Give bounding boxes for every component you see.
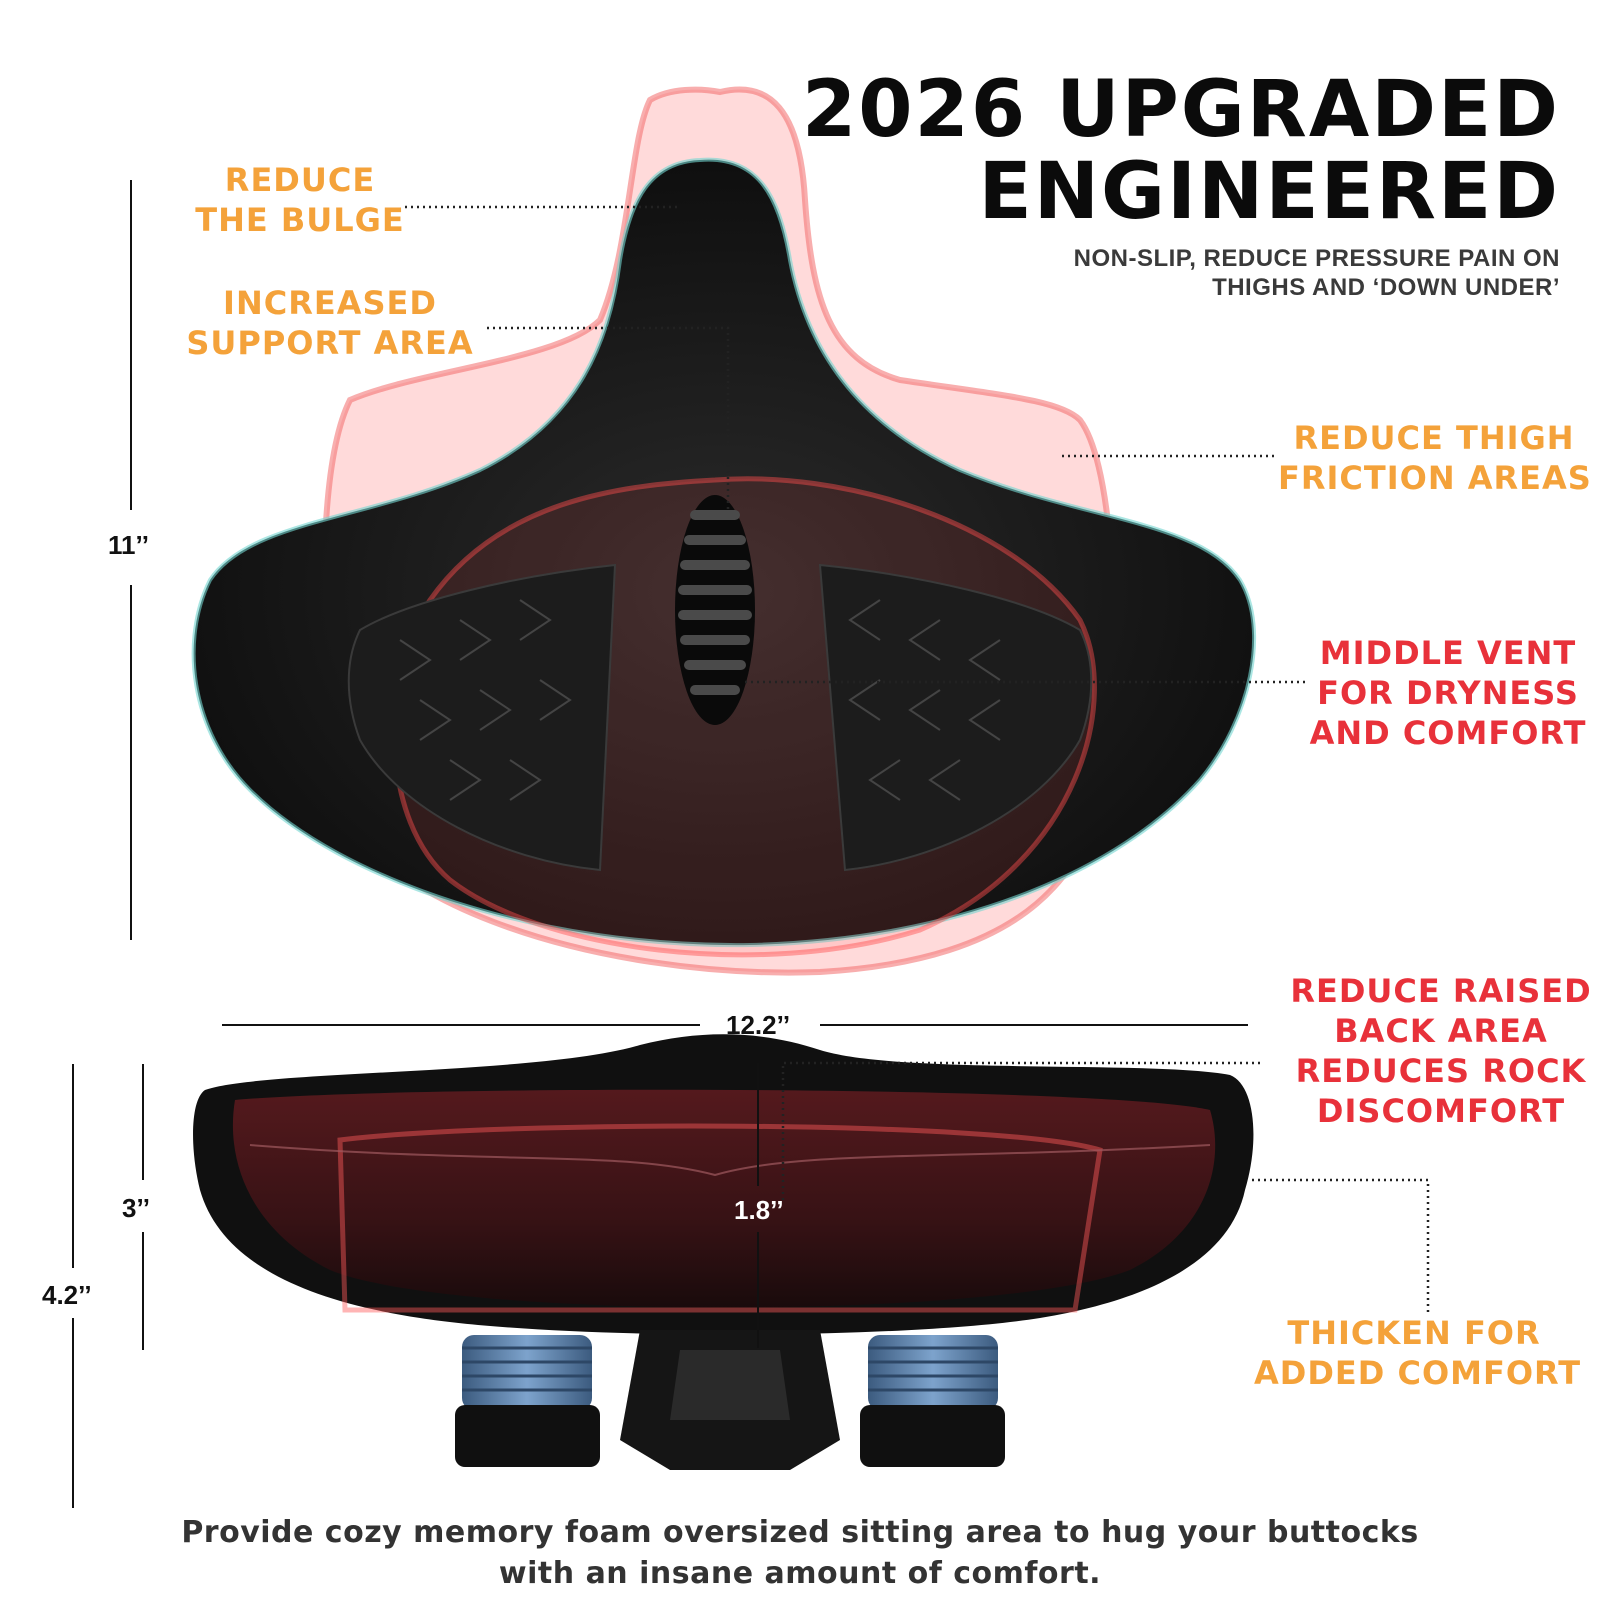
callout-middle-vent-line1: MIDDLE VENT bbox=[1319, 634, 1577, 672]
callout-thicken: THICKEN FOR ADDED COMFORT bbox=[1254, 1313, 1582, 1393]
dimension-width: 12.2’’ bbox=[726, 1010, 791, 1040]
side-overlay-front bbox=[232, 1089, 1216, 1308]
callout-thicken-line1: THICKEN FOR bbox=[1287, 1314, 1541, 1352]
callout-support-area-line1: INCREASED bbox=[223, 284, 437, 322]
callout-support-area: INCREASED SUPPORT AREA bbox=[180, 283, 480, 363]
callout-reduce-bulge-line1: REDUCE bbox=[224, 161, 376, 199]
dimension-cushion-height: 3’’ bbox=[122, 1193, 150, 1223]
callout-thicken-line2: ADDED COMFORT bbox=[1254, 1354, 1582, 1392]
footer-line1: Provide cozy memory foam oversized sitti… bbox=[181, 1515, 1419, 1550]
callout-raised-back-line4: DISCOMFORT bbox=[1316, 1092, 1566, 1130]
dimension-lines bbox=[72, 180, 1248, 1508]
dimension-length: 11’’ bbox=[108, 530, 149, 560]
callout-middle-vent: MIDDLE VENT FOR DRYNESS AND COMFORT bbox=[1306, 633, 1590, 753]
footer-line2: with an insane amount of comfort. bbox=[498, 1556, 1102, 1591]
callout-raised-back: REDUCE RAISED BACK AREA REDUCES ROCK DIS… bbox=[1290, 971, 1592, 1131]
callout-thigh-friction-line2: FRICTION AREAS bbox=[1278, 459, 1592, 497]
callout-thigh-friction-line1: REDUCE THIGH bbox=[1293, 419, 1575, 457]
callout-raised-back-line1: REDUCE RAISED bbox=[1290, 972, 1592, 1010]
spring-icon bbox=[455, 1330, 1005, 1470]
headline-line1: 2026 UPGRADED bbox=[802, 65, 1560, 155]
callout-reduce-bulge-line2: THE BULGE bbox=[195, 201, 405, 239]
subheadline-line2: THIGHS AND ‘DOWN UNDER’ bbox=[1212, 274, 1560, 301]
subheadline-line1: NON-SLIP, REDUCE PRESSURE PAIN ON bbox=[1073, 245, 1560, 272]
side-overlay-outline bbox=[337, 1123, 1103, 1313]
grip-pad-right bbox=[818, 563, 1093, 872]
callout-raised-back-line3: REDUCES ROCK bbox=[1295, 1052, 1587, 1090]
callout-middle-vent-line2: FOR DRYNESS bbox=[1317, 674, 1579, 712]
callout-reduce-bulge: REDUCE THE BULGE bbox=[190, 160, 410, 240]
dimension-total-height: 4.2’’ bbox=[42, 1280, 92, 1310]
callout-thigh-friction: REDUCE THIGH FRICTION AREAS bbox=[1278, 418, 1592, 498]
callout-support-area-line2: SUPPORT AREA bbox=[186, 324, 474, 362]
leader-lines bbox=[405, 205, 1430, 1312]
callout-raised-back-line2: BACK AREA bbox=[1334, 1012, 1548, 1050]
headline-line2: ENGINEERED bbox=[978, 147, 1560, 237]
middle-vent bbox=[675, 495, 755, 725]
callout-middle-vent-line3: AND COMFORT bbox=[1309, 714, 1587, 752]
dimension-center-depth: 1.8’’ bbox=[734, 1195, 784, 1225]
grip-pad-left bbox=[347, 563, 617, 872]
